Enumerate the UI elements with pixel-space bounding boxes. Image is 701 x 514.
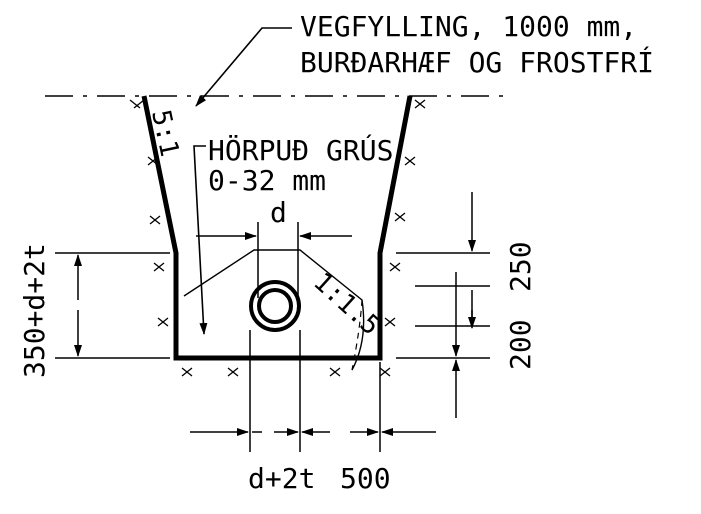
gravel-bed-outline: [183, 249, 365, 371]
dim-pipe-width-label: d+2t: [248, 462, 315, 495]
pipe: [249, 280, 301, 332]
slope-bed-label: 1:1.5: [307, 267, 385, 342]
gravel-label-line2: 0-32 mm: [208, 164, 326, 197]
gravel-leader: [193, 145, 208, 335]
dim-500-label: 500: [340, 462, 391, 495]
dim-250-label: 250: [504, 241, 537, 292]
dim-d-lines: [196, 222, 352, 298]
trench-outline: [141, 95, 413, 361]
fill-leader: [195, 27, 292, 107]
dim-height-lines: [55, 252, 170, 359]
dim-200-label: 200: [504, 319, 537, 370]
dim-height-label: 350+d+2t: [18, 243, 51, 378]
gravel-label-line1: HÖRPUÐ GRÚS: [208, 133, 393, 167]
dim-right-lines: [396, 192, 490, 418]
fill-label-line2: BURÐARHÆF OG FROSTFRÍ: [300, 45, 654, 79]
fill-label-line1: VEGFYLLING, 1000 mm,: [300, 10, 637, 43]
slope-wall-label: 5:1: [145, 107, 184, 159]
dim-bottom-lines: [190, 330, 436, 452]
dim-d-label: d: [270, 196, 287, 229]
hatch-marks: [129, 99, 426, 377]
